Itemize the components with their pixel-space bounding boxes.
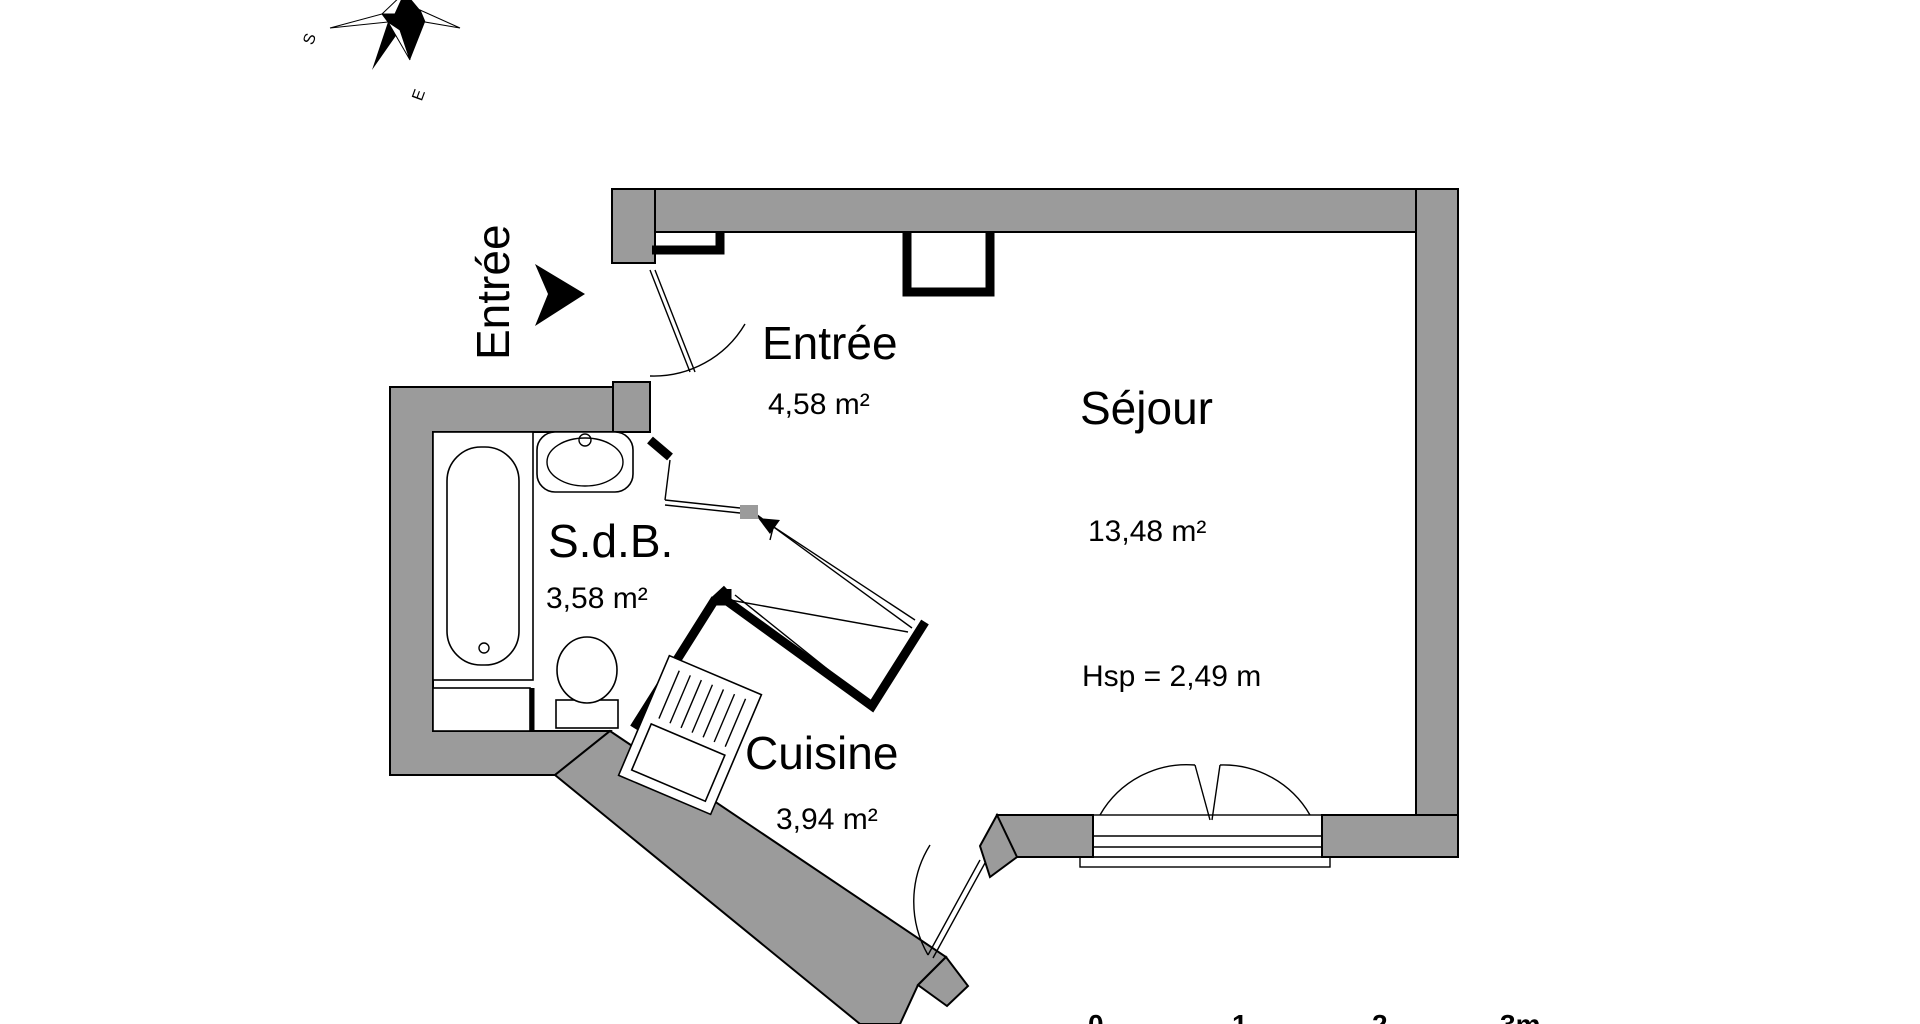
scale-tick-3: 3m	[1500, 1009, 1540, 1024]
room-cuisine-name: Cuisine	[745, 727, 898, 779]
compass-south-label: S	[300, 31, 320, 47]
door-hinge-icon	[758, 518, 780, 534]
kitchen-fixtures	[617, 654, 763, 816]
room-entree-name: Entrée	[762, 317, 898, 369]
scale-tick-0: 0	[1088, 1009, 1104, 1024]
room-sdb-area: 3,58 m²	[546, 582, 648, 615]
room-sejour-height: Hsp = 2,49 m	[1082, 660, 1261, 693]
room-sejour-area: 13,48 m²	[1088, 515, 1206, 548]
sink-icon	[617, 654, 763, 816]
compass-rose-icon: S E	[300, 0, 461, 103]
entrance-marker: Entrée	[467, 224, 585, 360]
scale-bar: 0 1 2 3m	[1088, 1009, 1540, 1024]
room-sdb-name: S.d.B.	[548, 515, 673, 567]
walls	[389, 188, 1459, 1024]
entrance-arrow-icon	[535, 264, 585, 326]
room-cuisine-area: 3,94 m²	[776, 803, 878, 836]
room-labels: Entrée 4,58 m² Séjour 13,48 m² Hsp = 2,4…	[546, 317, 1261, 836]
room-sejour-name: Séjour	[1080, 382, 1213, 434]
room-entree-area: 4,58 m²	[768, 388, 870, 421]
scale-tick-1: 1	[1232, 1009, 1248, 1024]
washbasin-icon	[536, 431, 634, 493]
bathroom-fixtures	[432, 431, 634, 732]
doors	[649, 269, 1331, 959]
scale-tick-2: 2	[1372, 1009, 1388, 1024]
entrance-label: Entrée	[467, 224, 519, 360]
compass-east-label: E	[409, 87, 429, 103]
toilet-icon	[555, 699, 619, 729]
bath-cabinet	[432, 687, 531, 732]
